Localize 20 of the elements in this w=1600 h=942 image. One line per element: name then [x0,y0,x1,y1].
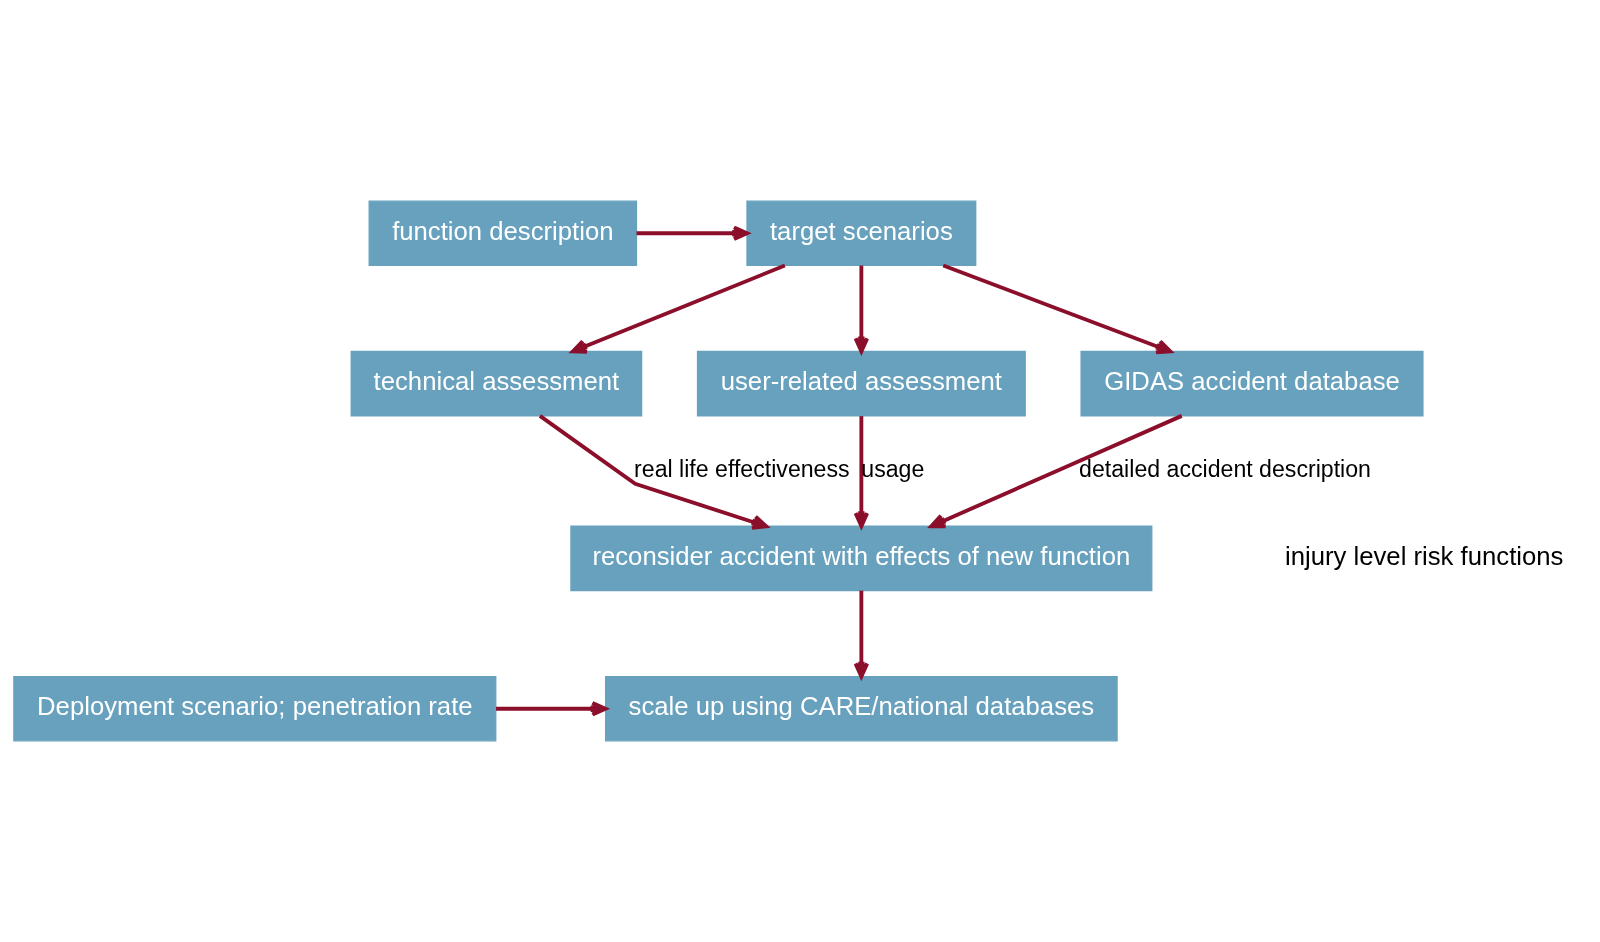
node-box: technical assessment [350,350,643,417]
edge-label: real life effectiveness [634,455,850,482]
arrow [570,263,786,354]
arrow [853,416,870,529]
arrow [853,590,870,679]
node-box: GIDAS accident database [1080,350,1424,417]
node-box: scale up using CARE/national databases [605,675,1118,742]
node-box: Deployment scenario; penetration rate [13,675,497,742]
arrow [538,414,769,530]
arrow [496,701,608,717]
arrow [929,414,1183,529]
arrow [942,263,1173,355]
node-box: reconsider accident with effects of new function [570,525,1153,592]
edge-label: detailed accident description [1079,455,1371,482]
node-box: function description [368,200,638,267]
label: injury level risk functions [1285,541,1564,570]
arrow [636,225,749,241]
node-box: user-related assessment [696,350,1026,417]
arrow [853,265,870,354]
node-box: target scenarios [746,200,977,267]
